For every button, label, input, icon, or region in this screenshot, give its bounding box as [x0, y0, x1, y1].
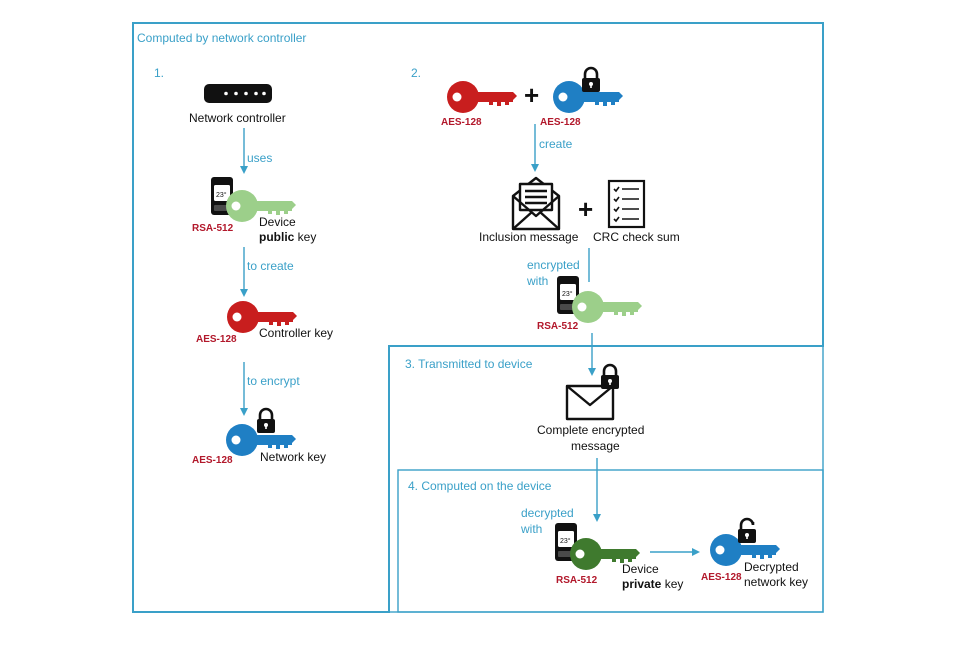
step2-aes-red-label: AES-128: [441, 117, 482, 128]
decrypted-label-line2: with: [520, 522, 542, 536]
to-create-label: to create: [247, 259, 294, 273]
encrypted-label-line1: encrypted: [527, 258, 580, 272]
network-controller-icon: [204, 84, 272, 103]
public-key-rsa-label: RSA-512: [192, 223, 234, 234]
open-lock-icon: [736, 517, 758, 545]
private-key-rest: key: [661, 577, 683, 591]
public-word: public: [259, 230, 295, 244]
controller-key-aes-label: AES-128: [196, 334, 237, 345]
thermostat-temperature: 23°: [216, 191, 227, 199]
step2-rsa-label: RSA-512: [537, 321, 579, 332]
step4-rsa-label: RSA-512: [556, 575, 598, 586]
step2-aes-blue-label: AES-128: [540, 117, 581, 128]
device-private-key-line1: Device: [622, 562, 659, 576]
complete-encrypted-message-line2: message: [571, 439, 620, 453]
inclusion-message-icon: [511, 176, 561, 231]
decrypted-network-key-line2: network key: [744, 575, 808, 589]
decrypted-network-key-line1: Decrypted: [744, 560, 799, 574]
device-public-key-line2: public key: [259, 230, 316, 244]
transmitted-region-title: 3. Transmitted to device: [405, 357, 533, 371]
complete-encrypted-message-line1: Complete encrypted: [537, 423, 644, 437]
device-public-key-line1: Device: [259, 215, 296, 229]
device-private-key-line2: private key: [622, 577, 683, 591]
controller-key-icon-step2: [447, 81, 517, 113]
thermostat-temperature-step2: 23°: [562, 290, 573, 298]
device-region-title: 4. Computed on the device: [408, 479, 552, 493]
public-key-rest: key: [294, 230, 316, 244]
crc-check-sum-label: CRC check sum: [593, 230, 680, 244]
step1-number: 1.: [154, 66, 164, 80]
thermostat-icon: 23°: [211, 177, 233, 215]
public-key-icon-step2: [572, 291, 642, 323]
crc-checklist-icon: [607, 179, 646, 229]
encrypted-message-lock-icon: [599, 363, 621, 391]
encrypted-message-envelope-icon: [565, 384, 615, 421]
decrypted-label-line1: decrypted: [521, 506, 574, 520]
network-controller-label: Network controller: [189, 111, 286, 125]
inclusion-message-label: Inclusion message: [479, 230, 579, 244]
step4-aes-label: AES-128: [701, 572, 742, 583]
thermostat-icon-step2: 23°: [557, 276, 579, 314]
to-encrypt-label: to encrypt: [247, 374, 300, 388]
create-label: create: [539, 137, 573, 151]
network-key-label: Network key: [260, 450, 326, 464]
device-region-frame: [397, 469, 824, 613]
plus-sign-2: +: [578, 194, 593, 224]
controller-region-title: Computed by network controller: [137, 31, 306, 45]
thermostat-temperature-step4: 23°: [560, 537, 571, 545]
network-key-aes-label: AES-128: [192, 455, 233, 466]
network-key-lock-icon: [255, 407, 277, 435]
thermostat-icon-step4: 23°: [555, 523, 577, 561]
network-key-lock-icon-step2: [580, 66, 602, 94]
step2-number: 2.: [411, 66, 421, 80]
uses-label: uses: [247, 151, 272, 165]
private-word: private: [622, 577, 662, 591]
controller-key-label: Controller key: [259, 326, 333, 340]
plus-sign-1: +: [524, 80, 539, 110]
encrypted-label-line2: with: [526, 274, 548, 288]
